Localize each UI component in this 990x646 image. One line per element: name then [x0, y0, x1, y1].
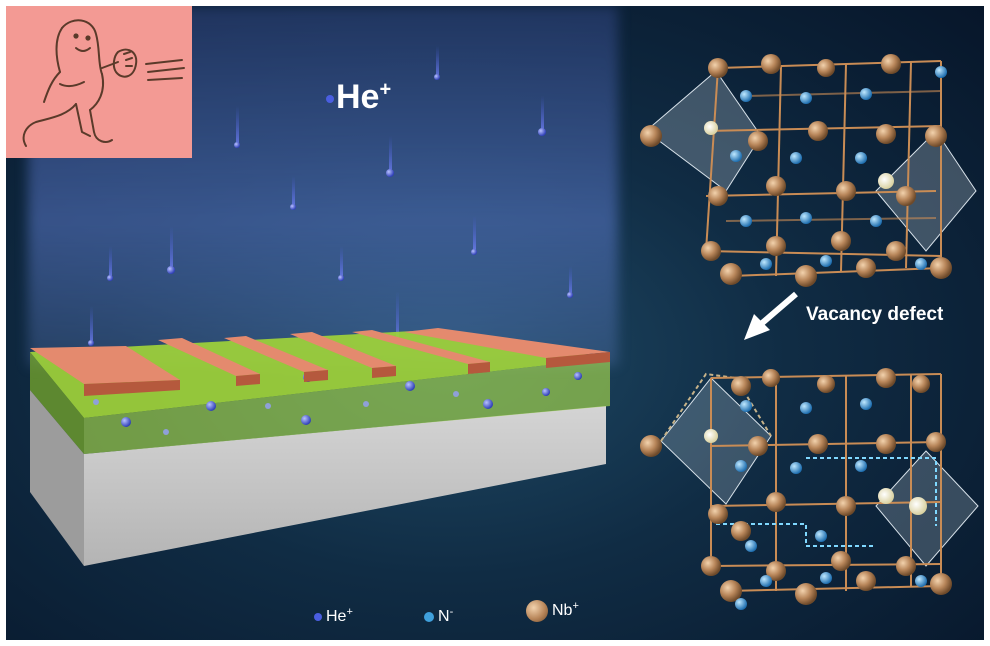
falling-ions	[88, 46, 573, 346]
he-ion-text: He	[336, 78, 380, 116]
legend-label-nb: Nb	[552, 602, 573, 620]
legend-charge-nb: +	[572, 600, 579, 612]
vacancy-defect-label: Vacancy defect	[806, 304, 944, 325]
he-ion-charge: +	[379, 78, 392, 101]
substrate	[30, 390, 606, 566]
figure-canvas: He+ Vacancy defect He+ N- Nb+	[6, 6, 984, 640]
nb-atom-icon	[526, 600, 548, 623]
legend-charge-he: +	[346, 606, 353, 618]
legend-label-n: N	[438, 608, 450, 626]
lattice-perfect	[640, 54, 977, 287]
he-ion-icon	[314, 613, 322, 622]
legend-charge-n: -	[449, 606, 454, 618]
lattice-defect	[640, 368, 979, 610]
he-dot-icon	[326, 95, 334, 104]
electrodes	[30, 328, 610, 396]
cartoon-figure-drawing	[22, 19, 185, 147]
legend-item-he: He+	[314, 606, 353, 630]
arrow-down-left-icon	[744, 291, 798, 340]
legend-item-n: N-	[424, 606, 453, 630]
legend-label-he: He	[326, 608, 347, 626]
n-ion-icon	[424, 612, 434, 623]
he-ion-label: He+	[326, 78, 391, 117]
device-illustration	[30, 46, 979, 610]
legend-item-nb: Nb+	[526, 600, 579, 624]
cartoon-figure-icon	[6, 6, 192, 158]
